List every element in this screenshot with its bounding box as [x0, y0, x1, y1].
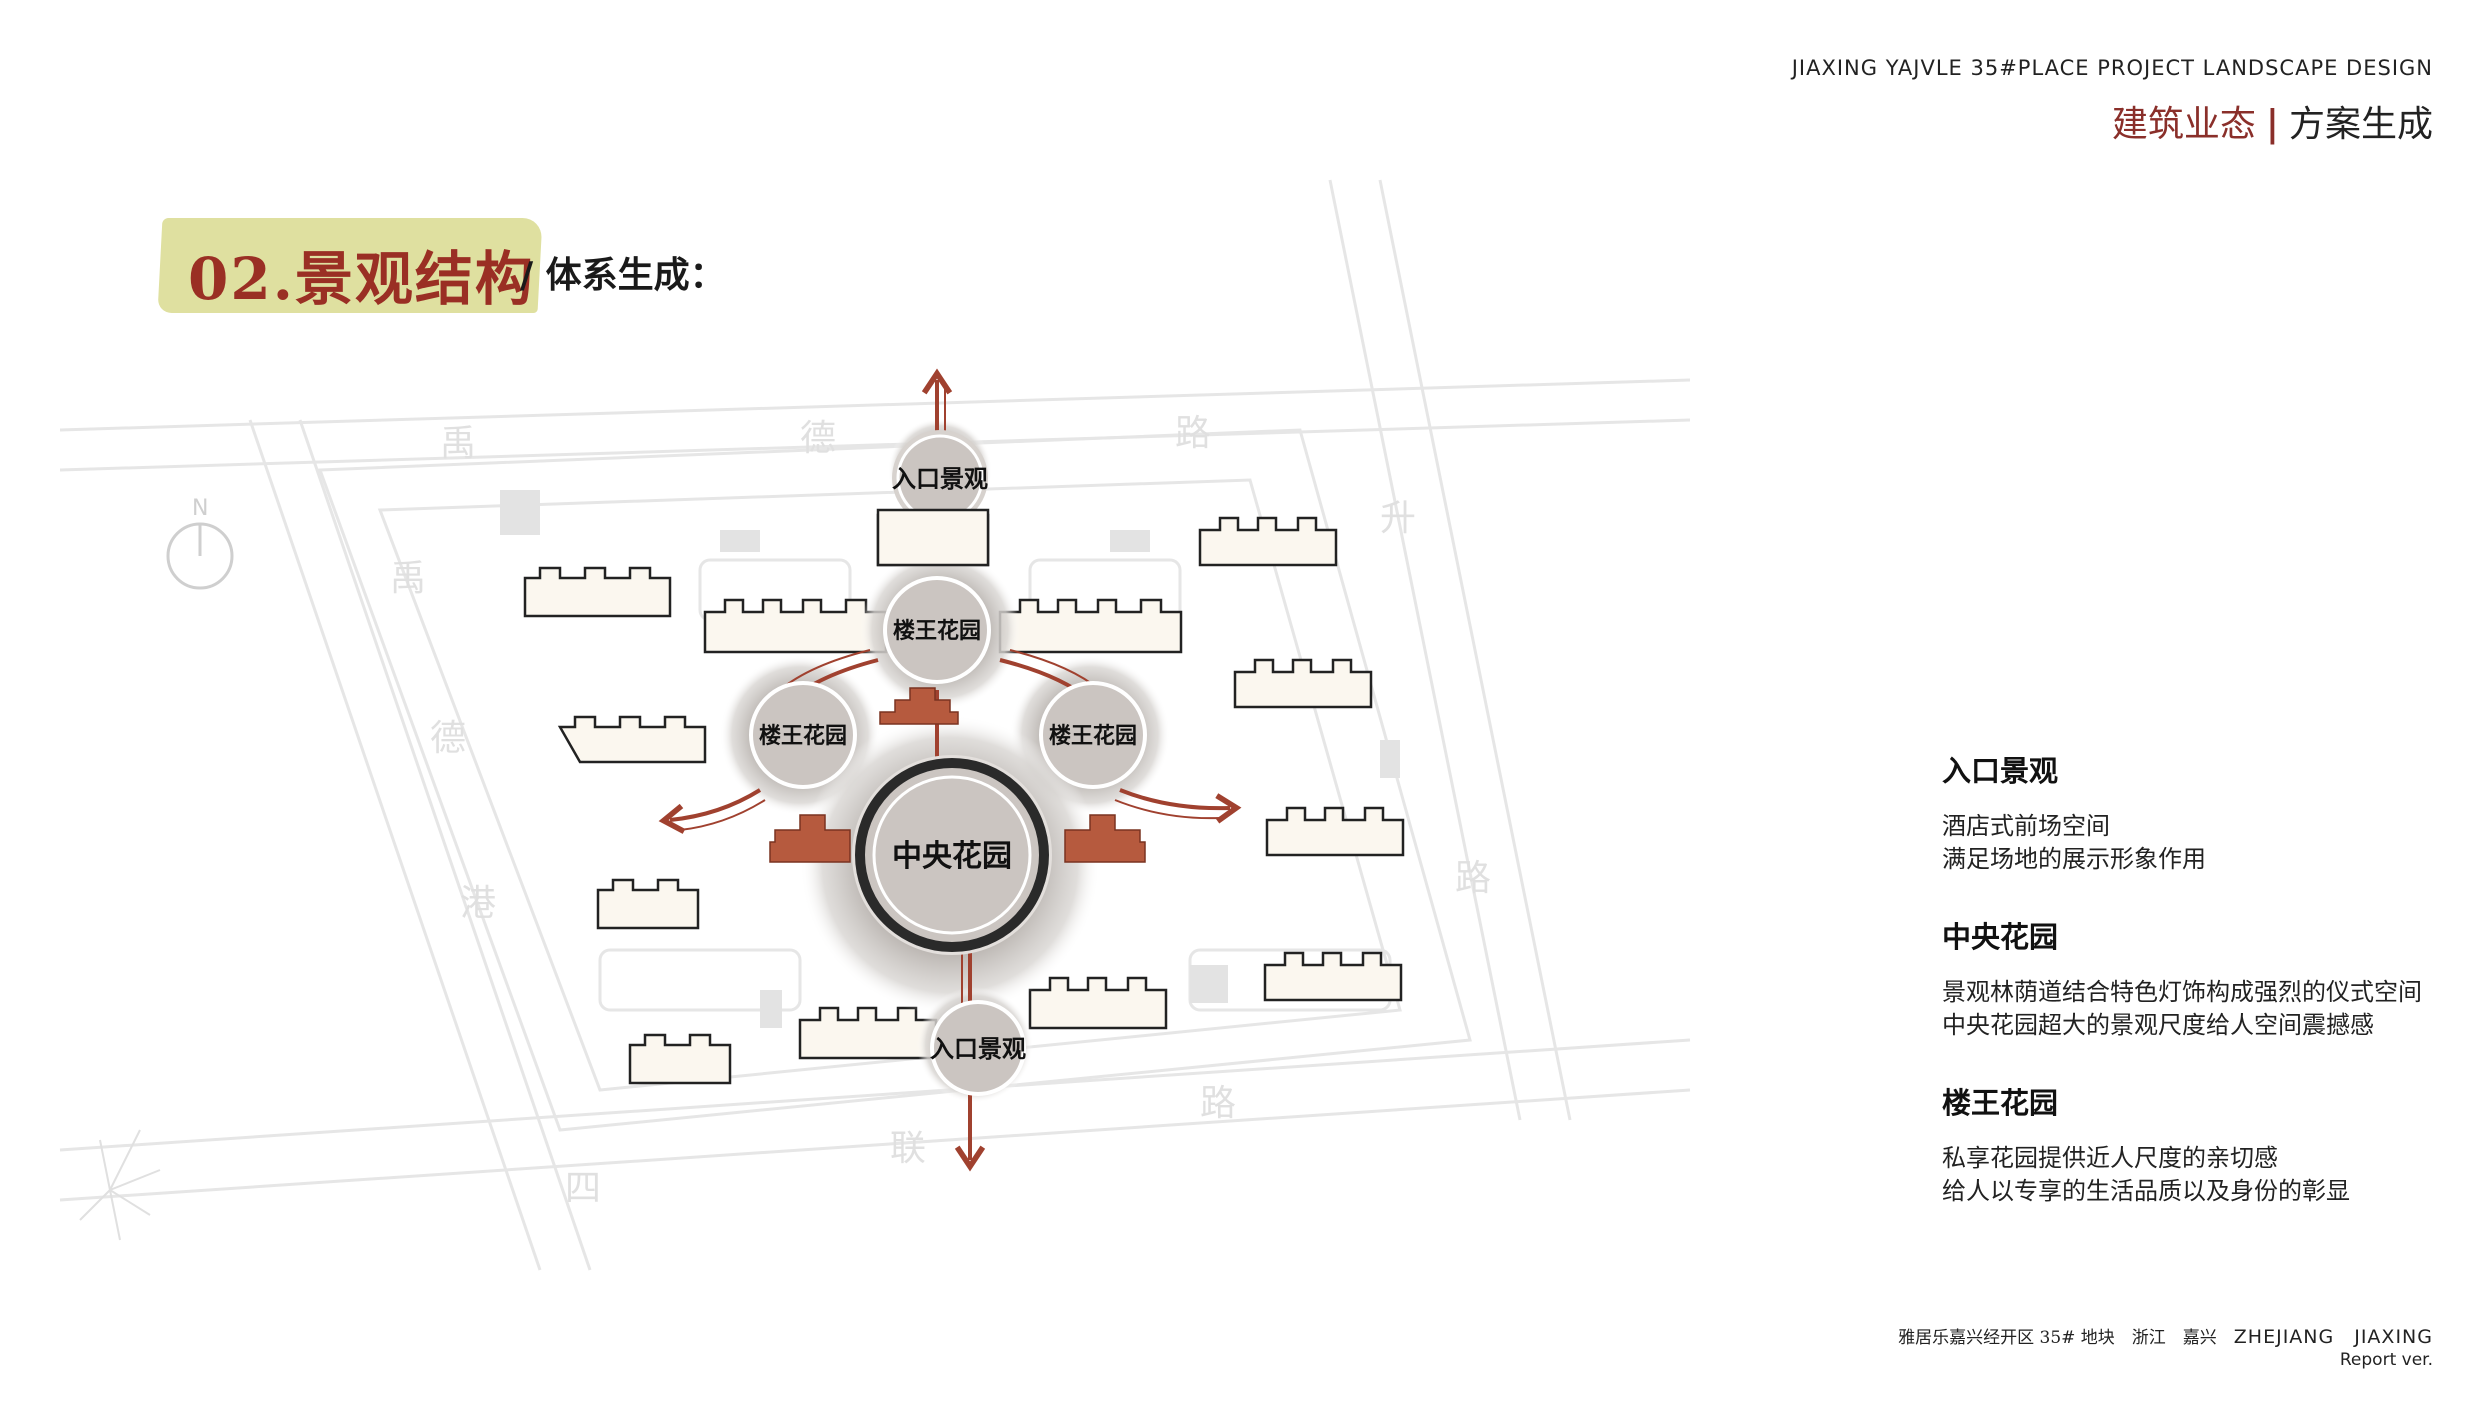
base-map — [59, 179, 1691, 1271]
section-subtitle: / 体系生成： — [520, 255, 726, 296]
footer-location-en: ZHEJIANG JIAXING — [2233, 1326, 2433, 1348]
building — [557, 715, 707, 764]
road-char: 路 — [1200, 1083, 1236, 1124]
legend-item-central: 中央花园 景观林荫道结合特色灯饰构成强烈的仪式空间 中央花园超大的景观尺度给人空… — [1942, 914, 2422, 1042]
road-char: 路 — [1175, 413, 1211, 454]
road-char: 联 — [890, 1128, 926, 1169]
wind-rose-icon — [79, 1129, 161, 1241]
node-king-top: 楼王花园 — [883, 576, 991, 684]
building — [628, 1033, 732, 1085]
legend-line: 满足场地的展示形象作用 — [1942, 845, 2206, 873]
road-char: 升 — [1380, 498, 1416, 539]
residential-buildings — [523, 513, 1405, 1085]
node-label: 中央花园 — [892, 839, 1012, 874]
road-char: 禹 — [440, 423, 476, 464]
breadcrumb-divider: | — [2265, 103, 2279, 145]
landscape-structure-diagram: 禹 德 路 禹 德 港 升 路 路 联 四 N — [59, 179, 1691, 1271]
section-title: 02.景观结构 — [188, 245, 535, 313]
legend-line: 景观林荫道结合特色灯饰构成强烈的仪式空间 — [1942, 978, 2422, 1006]
legend-line: 中央花园超大的景观尺度给人空间震撼感 — [1942, 1011, 2374, 1039]
road-char: 四 — [565, 1168, 601, 1209]
building — [1198, 516, 1338, 567]
landmark-building — [769, 814, 851, 863]
legend-heading: 楼王花园 — [1942, 1086, 2059, 1120]
building — [523, 566, 672, 618]
node-entrance-bottom: 入口景观 — [930, 1000, 1026, 1096]
landmark-building — [1064, 814, 1146, 863]
building — [703, 598, 888, 654]
node-king-left: 楼王花园 — [749, 681, 857, 789]
footer-location: 雅居乐嘉兴经开区 35# 地块 浙江 嘉兴 ZHEJIANG JIAXING — [1898, 1322, 2433, 1349]
building — [998, 598, 1183, 654]
road-char: 德 — [430, 718, 466, 759]
node-entrance-top: 入口景观 — [876, 430, 990, 567]
node-label: 楼王花园 — [893, 618, 981, 644]
landmark-building — [879, 687, 959, 725]
section-breadcrumb: 建筑业态|方案生成 — [2112, 95, 2433, 147]
legend-line: 给人以专享的生活品质以及身份的彰显 — [1942, 1177, 2350, 1205]
section-a: 建筑业态 — [2111, 104, 2256, 145]
legend-heading: 中央花园 — [1942, 920, 2059, 954]
footer-report: Report ver. — [2339, 1350, 2433, 1370]
diagram-nodes: 入口景观 楼王花园 楼王花园 楼王花园 中央花园 入口景观 — [749, 430, 1147, 1096]
compass-label: N — [192, 496, 208, 521]
building — [1265, 806, 1405, 857]
road-char: 禹 — [390, 558, 426, 599]
section-b: 方案生成 — [2288, 104, 2433, 145]
north-compass-icon: N — [166, 496, 234, 590]
road-char: 港 — [460, 883, 496, 924]
highlight-buildings — [769, 687, 1146, 863]
node-label: 入口景观 — [930, 1035, 1026, 1063]
building — [596, 878, 700, 930]
node-label: 楼王花园 — [1049, 723, 1137, 749]
node-king-right: 楼王花园 — [1039, 681, 1147, 789]
building — [1028, 976, 1168, 1030]
building — [1233, 658, 1373, 709]
node-central: 中央花园 — [852, 755, 1052, 955]
footer-location-cn: 雅居乐嘉兴经开区 35# 地块 浙江 嘉兴 — [1898, 1328, 2217, 1348]
road-char: 路 — [1455, 858, 1491, 899]
building — [798, 1006, 938, 1060]
legend-line: 酒店式前场空间 — [1942, 812, 2110, 840]
road-labels: 禹 德 路 禹 德 港 升 路 路 联 四 — [390, 413, 1491, 1209]
legend-item-king: 楼王花园 私享花园提供近人尺度的亲切感 给人以专享的生活品质以及身份的彰显 — [1942, 1080, 2422, 1208]
project-title-en: JIAXING YAJVLE 35#PLACE PROJECT LANDSCAP… — [1791, 56, 2433, 80]
node-label: 入口景观 — [892, 465, 988, 493]
road-char: 德 — [800, 418, 836, 459]
map-blocks — [500, 490, 1400, 1028]
legend-item-entrance: 入口景观 酒店式前场空间 满足场地的展示形象作用 — [1942, 748, 2422, 876]
building — [1263, 951, 1403, 1002]
legend-line: 私享花园提供近人尺度的亲切感 — [1942, 1144, 2278, 1172]
legend: 入口景观 酒店式前场空间 满足场地的展示形象作用 中央花园 景观林荫道结合特色灯… — [1942, 748, 2422, 1208]
node-label: 楼王花园 — [759, 723, 847, 749]
legend-heading: 入口景观 — [1942, 754, 2059, 788]
